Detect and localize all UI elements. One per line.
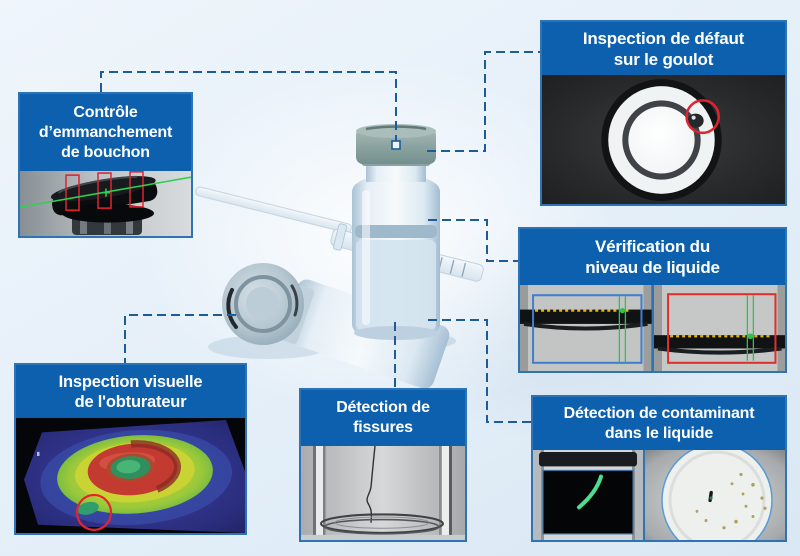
red-roi-box <box>666 293 776 364</box>
stopper-heightmap <box>40 429 233 526</box>
blue-roi-box <box>532 294 643 364</box>
neck-defect-image <box>542 75 785 204</box>
particles <box>695 472 767 530</box>
dent-defect <box>77 501 99 515</box>
liquid-band <box>520 309 652 324</box>
syringe <box>195 186 484 282</box>
callout-title: Inspection de défaut sur le goulot <box>542 22 785 75</box>
liquid-level-red-roi-image <box>653 285 785 371</box>
vial-base <box>320 513 444 535</box>
standing-vial <box>352 124 440 340</box>
green-detection-point <box>619 307 625 314</box>
fiber-highlight <box>577 474 603 510</box>
red-circle-annotation <box>685 99 720 135</box>
liquid-level-blue-roi-image <box>520 285 652 371</box>
red-circle-annotation <box>75 493 113 532</box>
callout-title: Détection de fissures <box>301 390 465 446</box>
liquid-band <box>653 335 785 349</box>
callout-title: Vérification du niveau de liquide <box>520 229 785 285</box>
callout-title: Inspection visuelle de l'obturateur <box>16 365 245 418</box>
callout-title: Détection de contaminant dans le liquide <box>533 397 785 450</box>
crack-line <box>366 446 376 523</box>
callout-neck-defect: Inspection de défaut sur le goulot <box>540 20 787 206</box>
callout-cracks: Détection de fissures <box>299 388 467 542</box>
backlit-window <box>542 469 634 535</box>
green-cross-marker <box>102 188 110 197</box>
callout-title: Contrôle d’emmanchement de bouchon <box>20 94 191 171</box>
blue-circle-roi <box>661 450 773 540</box>
callout-liquid-level: Vérification du niveau de liquide <box>518 227 787 373</box>
dish <box>662 450 772 540</box>
callout-closure: Inspection visuelle de l'obturateur <box>14 363 247 535</box>
crack-detection-image <box>301 446 465 540</box>
callout-contaminant: Détection de contaminant dans le liquide <box>531 395 787 542</box>
red-measure-boxes <box>65 171 144 211</box>
fiber-contaminant-image <box>533 450 643 540</box>
closure-heightmap-image <box>16 418 245 533</box>
vial-neck-rings <box>601 79 722 201</box>
stopper-seating-image <box>20 171 191 236</box>
particles-dish-image <box>645 450 785 540</box>
callout-stopper-seating: Contrôle d’emmanchement de bouchon <box>18 92 193 238</box>
stopper-band <box>539 452 637 467</box>
liquid <box>356 240 436 330</box>
green-detection-point <box>747 333 753 340</box>
liquid-level-line <box>355 225 437 238</box>
neck-defect-speck <box>687 113 704 128</box>
vial-walls <box>313 446 452 536</box>
